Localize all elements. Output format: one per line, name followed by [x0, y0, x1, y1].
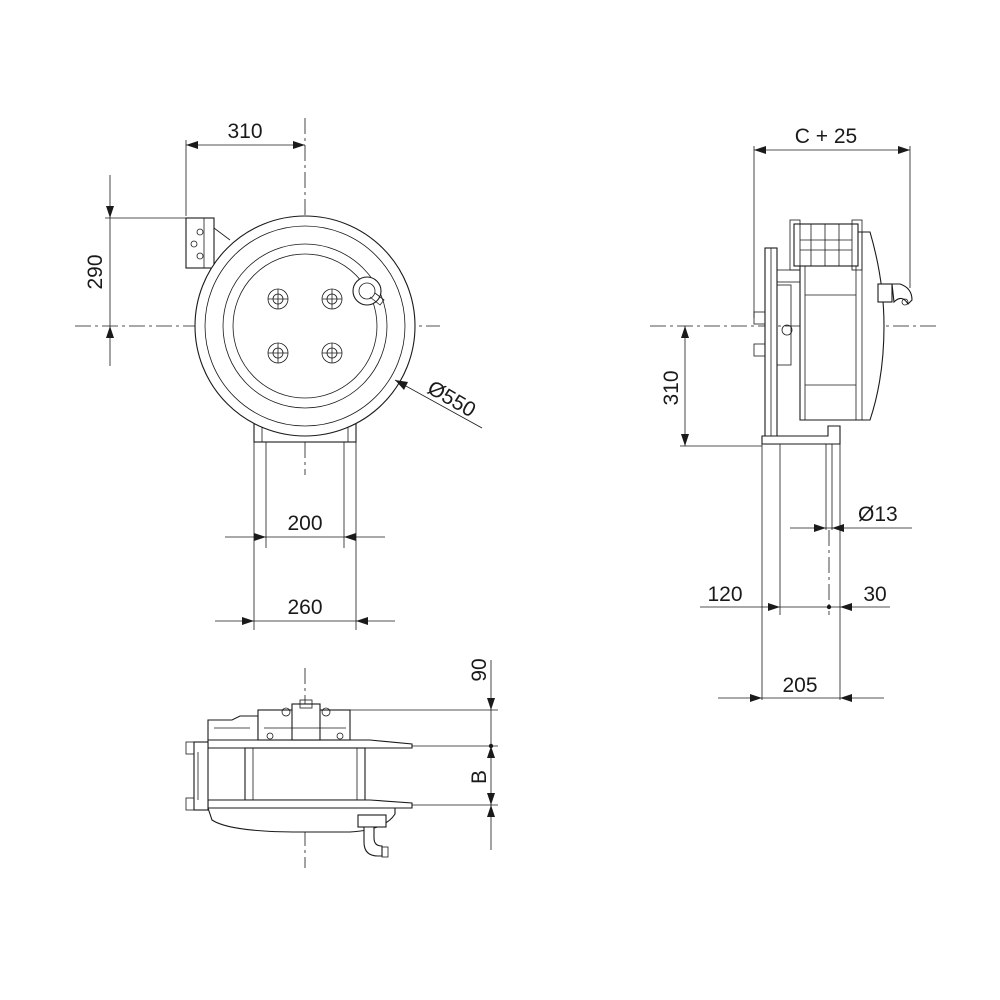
side-base-foot — [761, 425, 841, 700]
dim-c25-depth: C + 25 — [753, 125, 911, 318]
dim-hole-label: Ø13 — [858, 503, 898, 526]
mounting-bracket — [185, 217, 231, 269]
dim-c25-label: C + 25 — [795, 125, 857, 148]
dim-30-label: 30 — [863, 583, 886, 606]
dim-120-30: 120 30 — [700, 583, 890, 611]
dim-310-height: 310 — [660, 326, 762, 447]
dim-b-width: B — [412, 770, 498, 817]
dim-90-label: 90 — [468, 658, 491, 681]
dim-200-label: 200 — [287, 512, 322, 535]
dim-hole-diameter: Ø13 — [790, 503, 912, 532]
dim-260-label: 260 — [287, 596, 322, 619]
side-collector-block — [789, 219, 863, 271]
drum-front — [194, 215, 416, 437]
top-view: 90 B — [185, 658, 498, 868]
side-frame-plate — [764, 247, 801, 445]
dim-205-label: 205 — [782, 674, 817, 697]
cable-gland — [352, 276, 385, 306]
dim-260-base: 260 — [215, 596, 395, 625]
dim-diameter-label: Ø550 — [424, 376, 480, 422]
dim-290-height: 290 — [84, 175, 186, 366]
dim-drum-diameter: Ø550 — [394, 376, 483, 429]
front-view: 310 290 Ø550 200 260 — [75, 118, 483, 630]
dim-205-base: 205 — [718, 674, 884, 702]
top-housing — [207, 807, 396, 833]
dim-310-label: 310 — [227, 120, 262, 143]
dim-310-side-label: 310 — [660, 370, 683, 405]
top-hub — [257, 699, 351, 741]
side-view: C + 25 310 Ø13 120 30 — [650, 125, 940, 702]
top-cable-elbow — [357, 814, 389, 858]
top-side-bracket — [185, 741, 209, 811]
top-flange-lower — [207, 799, 413, 809]
dim-b-label: B — [468, 770, 491, 784]
dim-120-label: 120 — [707, 583, 742, 606]
dim-90-hub: 90 — [350, 658, 498, 850]
side-cable-elbow — [877, 283, 913, 306]
top-bracket-arm — [207, 715, 259, 741]
dim-200-base: 200 — [225, 512, 385, 541]
top-flange-upper — [207, 739, 413, 749]
dim-290-label: 290 — [84, 254, 107, 289]
top-drum — [244, 747, 366, 801]
dim-310-width: 310 — [185, 120, 305, 216]
side-drum — [799, 231, 885, 421]
